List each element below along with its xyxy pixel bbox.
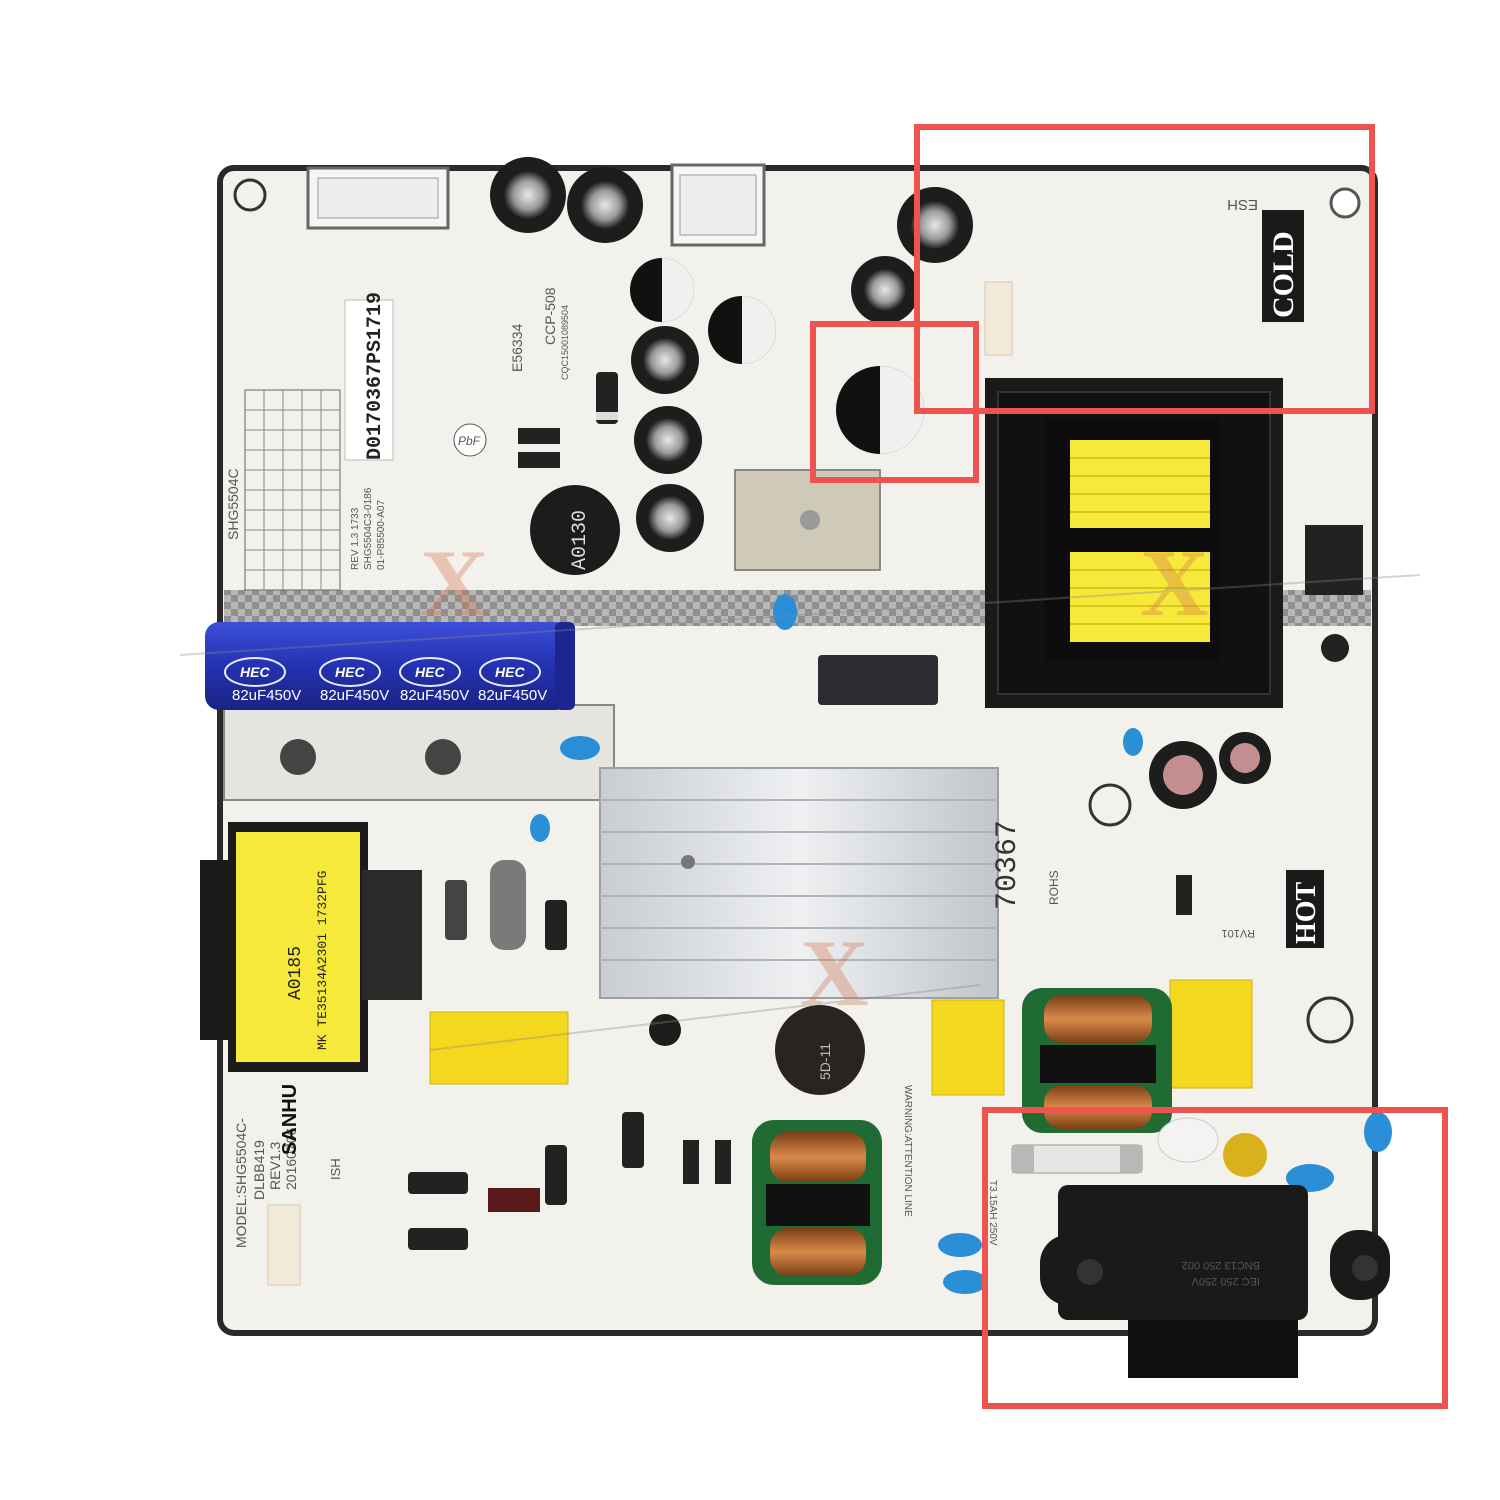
mounting-hole	[233, 178, 267, 212]
main-transformer	[985, 378, 1283, 708]
mounting-hole	[1088, 783, 1132, 827]
bulk-capacitor: HEC HEC HEC HEC 82uF450V 82uF450V 82uF45…	[205, 622, 575, 710]
x-capacitor	[1169, 979, 1253, 1089]
capacitor-small	[649, 1014, 681, 1046]
svg-text:5D-11: 5D-11	[817, 1043, 833, 1080]
cap-brand-4: HEC	[495, 664, 525, 680]
transistor	[518, 428, 560, 444]
cert-cqc: CQC15001089504	[560, 305, 570, 380]
choke-lf102	[1022, 988, 1172, 1133]
svg-text:COLD: COLD	[1267, 231, 1300, 318]
ic-chip	[1305, 525, 1363, 595]
small-code-1: REV 1.3 1733	[350, 507, 361, 570]
mounting-hole	[1329, 187, 1361, 219]
ish-label: ISH	[328, 1158, 343, 1180]
highlight-box-center	[810, 321, 979, 483]
cap-rating-3: 82uF450V	[400, 687, 469, 704]
board-date: 20160706	[283, 1127, 299, 1190]
warning-text-2: T3.15AH 250V	[987, 1180, 998, 1246]
inductor-code: A0130	[569, 510, 592, 570]
capacitor-c203	[567, 167, 643, 243]
inlet-text-1: BNC13 250 002	[1182, 1259, 1260, 1271]
transistor-q	[1321, 634, 1349, 662]
pbf-mark: PbF	[453, 423, 487, 457]
warning-text-1: WARNING:ATTENTION LINE	[902, 1085, 913, 1217]
cap-rating-4: 82uF450V	[478, 687, 547, 704]
capacitor-stack	[631, 326, 704, 552]
capacitor-c135	[1149, 741, 1217, 809]
x-capacitor	[931, 999, 1005, 1096]
watermark: X X X	[179, 530, 1421, 1051]
hec-logo	[224, 657, 286, 687]
standby-transformer: A0185 MK TE35134A2301 1732PFG	[200, 822, 422, 1072]
transistor	[518, 452, 560, 468]
pcb-code: 70367	[991, 820, 1025, 910]
transformer-mk: MK TE35134A2301 1732PFG	[315, 871, 330, 1050]
board-model: MODEL:SHG5504C-	[233, 1118, 249, 1248]
cold-label: COLD	[1262, 210, 1304, 322]
capacitor-c204	[490, 157, 566, 233]
fuse-f101	[1011, 1144, 1143, 1174]
capacitor-c136	[1219, 732, 1271, 784]
hot-label: HOT	[1286, 870, 1324, 948]
capacitor-k5	[630, 258, 694, 322]
cap-brand-1: HEC	[240, 664, 270, 680]
mounting-hole	[1306, 996, 1354, 1044]
capacitor-c140	[897, 187, 973, 263]
bridge-diodes	[408, 860, 1192, 1250]
capacitor-c115	[836, 366, 924, 454]
ac-inlet-connector: BNC13 250 002 IEC 250 250V	[1040, 1185, 1390, 1378]
svg-text:PbF: PbF	[458, 434, 481, 448]
highlight-box-bottom-right	[982, 1107, 1448, 1409]
esh-label: ESH	[1227, 196, 1258, 213]
capacitor-c38	[708, 296, 776, 364]
small-code-3: 01-P85500-A07	[376, 500, 387, 570]
choke-lf101	[752, 1120, 882, 1285]
mounting-hole	[280, 739, 316, 775]
cap-rating-1: 82uF450V	[232, 687, 301, 704]
cert-ccp: CCP-508	[542, 287, 558, 345]
nylon-standoff	[267, 1204, 301, 1286]
thermistor: 5D-11	[775, 1005, 865, 1095]
rohs-mark: ROHS	[1047, 870, 1061, 905]
cap-brand-2: HEC	[335, 664, 365, 680]
capacitor-c140b	[851, 256, 919, 324]
svg-text:HOT: HOT	[1291, 881, 1322, 944]
cap-rating-2: 82uF450V	[320, 687, 389, 704]
nylon-standoff	[984, 281, 1013, 356]
diode	[596, 372, 618, 424]
transformer-code: A0185	[286, 946, 306, 1000]
cert-e56334: E56334	[509, 324, 525, 372]
svg-text:X: X	[800, 920, 869, 1026]
rv-label: RV101	[1222, 927, 1255, 939]
highlight-box-top-right	[914, 124, 1375, 414]
svg-text:X: X	[420, 530, 489, 636]
maker-name: SANHU	[279, 1084, 301, 1155]
white-insulator	[1157, 1117, 1219, 1163]
board-submodel: DLBB419	[251, 1140, 267, 1200]
x-capacitor	[429, 1011, 569, 1085]
board-revision: REV1.3	[267, 1142, 283, 1190]
side-model-label: SHG5504C	[225, 468, 241, 540]
small-code-2: SHG5504C3-0186	[363, 487, 374, 570]
mounting-hole	[425, 739, 461, 775]
cap-brand-3: HEC	[415, 664, 445, 680]
serial-sticker	[344, 299, 394, 461]
svg-text:X: X	[1140, 530, 1209, 636]
inductor-toroid	[1223, 1133, 1267, 1177]
inductor-l201: A0130	[530, 485, 620, 575]
heatsink	[599, 767, 999, 999]
inlet-text-2: IEC 250 250V	[1191, 1275, 1260, 1287]
serial-number: D0170367PS1719	[364, 292, 387, 460]
rectifier-module	[818, 655, 938, 705]
